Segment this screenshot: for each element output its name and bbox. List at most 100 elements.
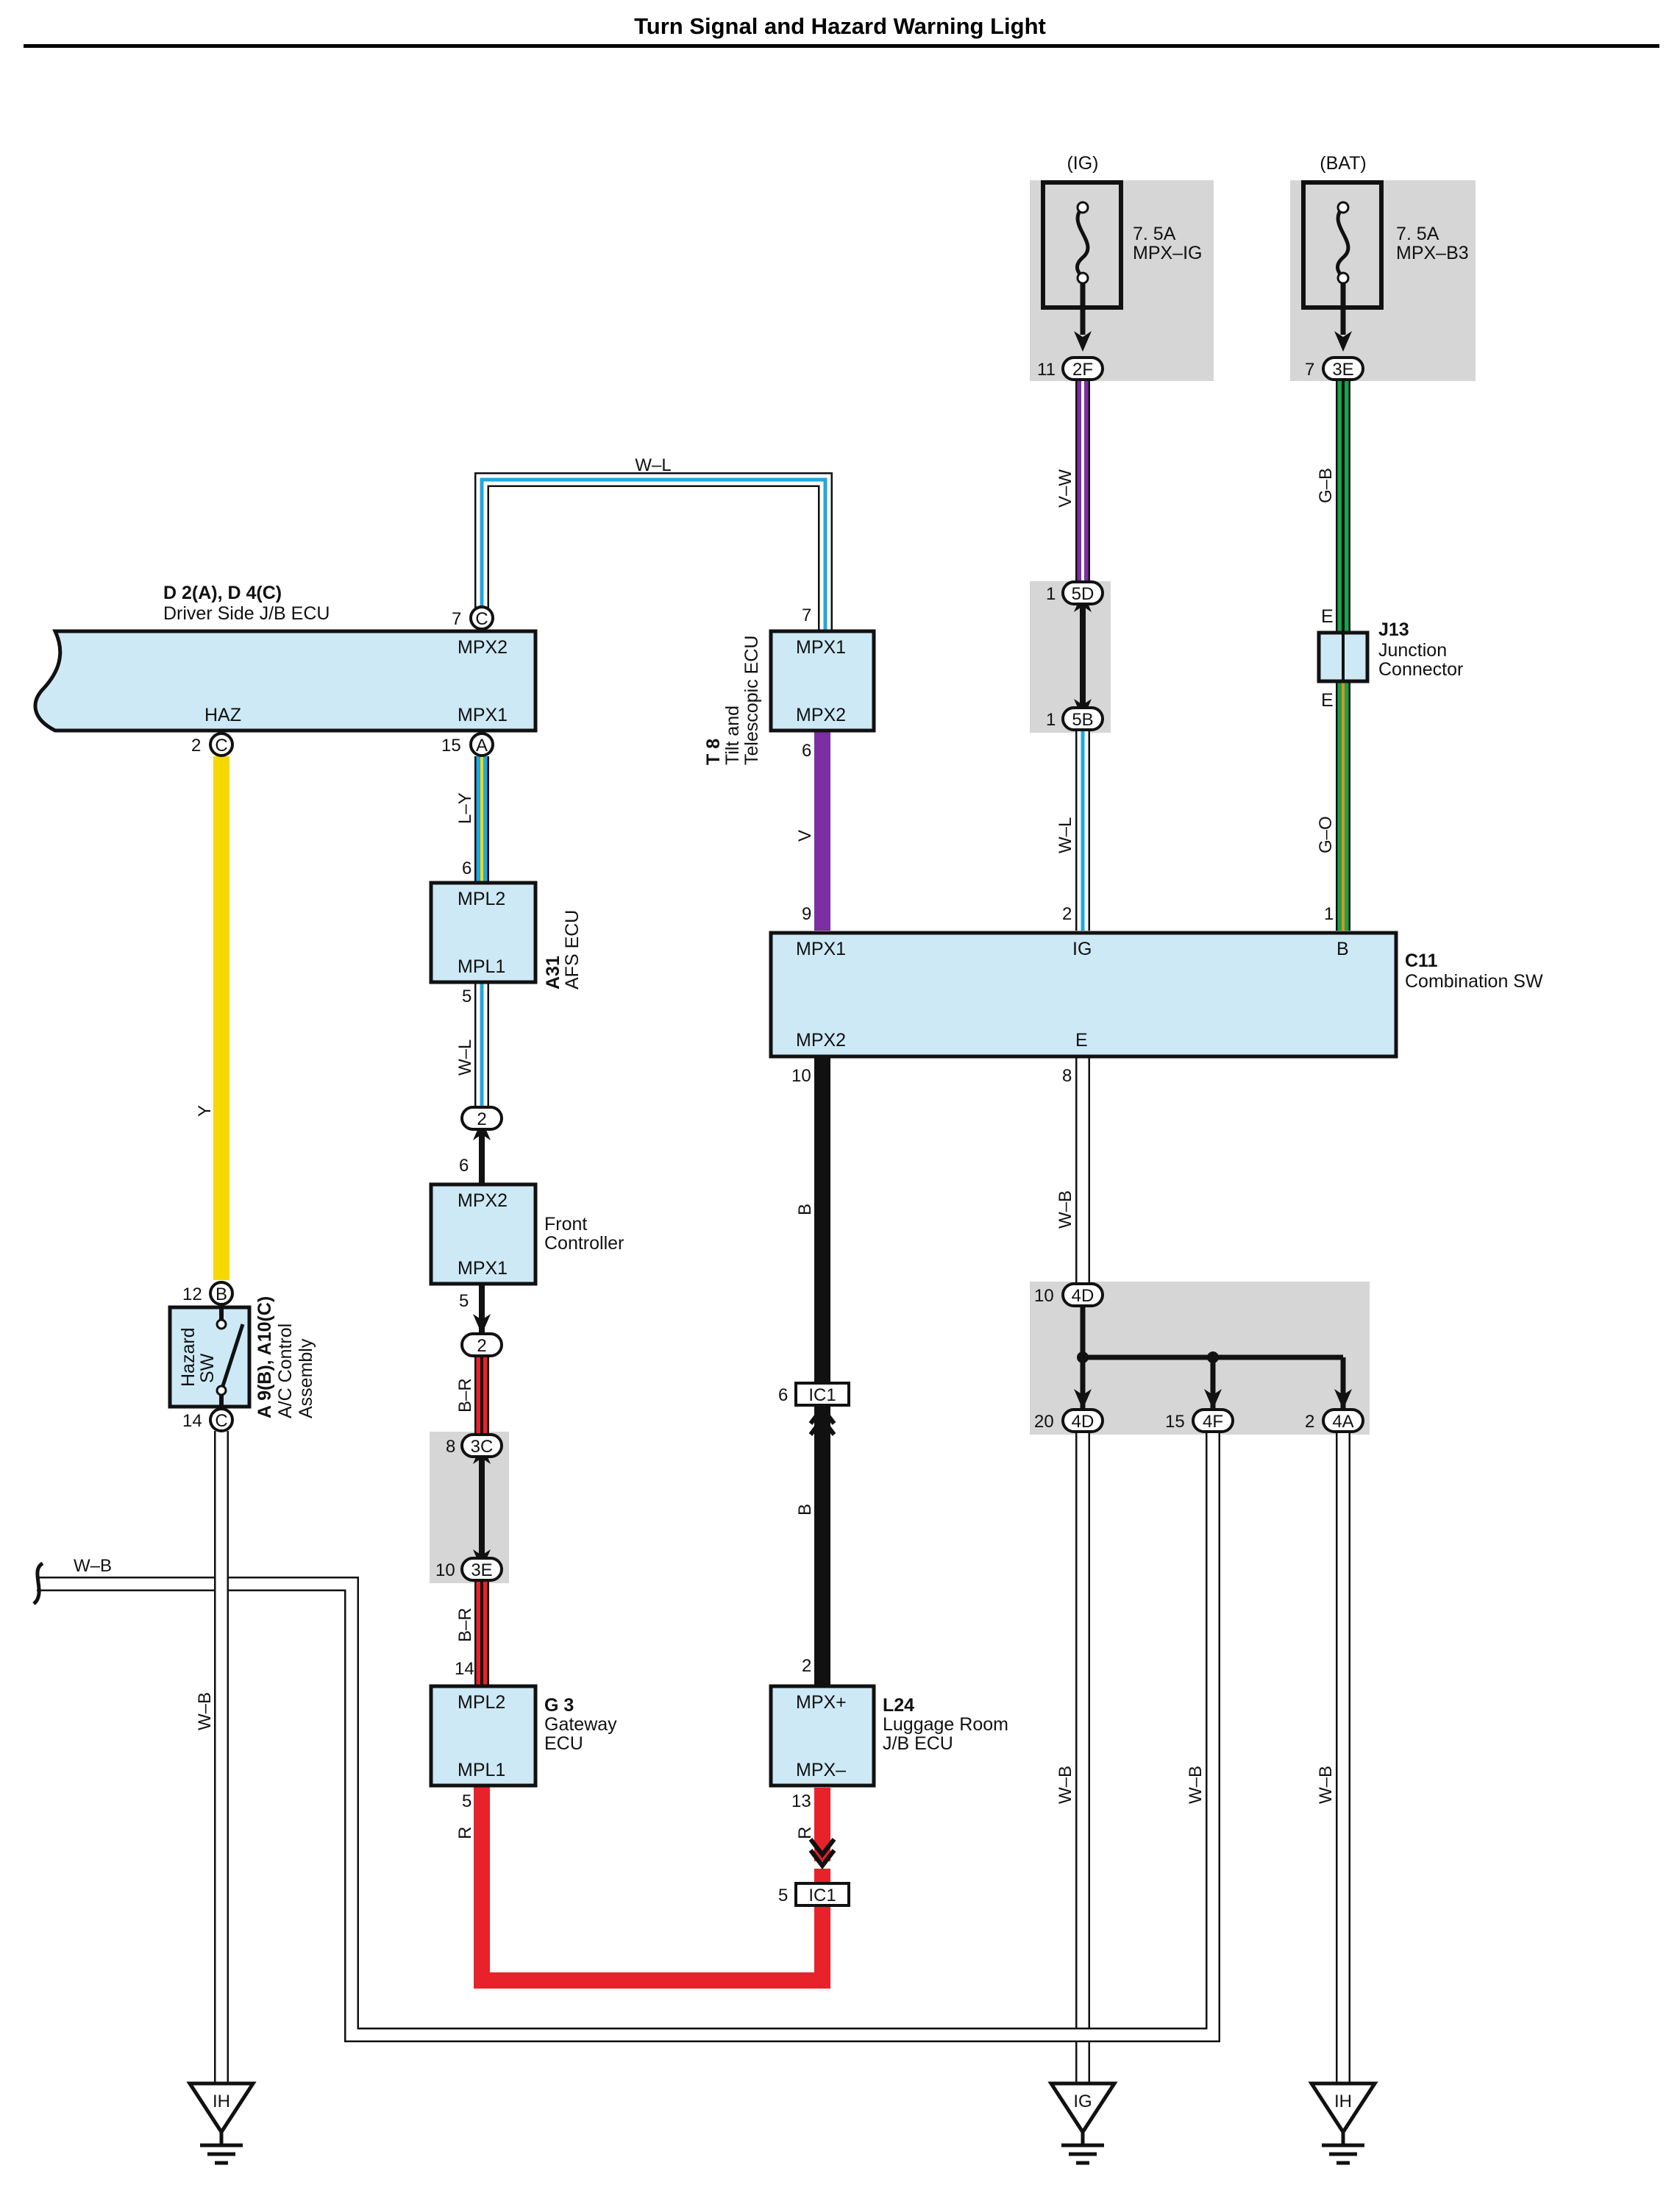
a9-name2: Assembly [296, 1338, 316, 1418]
page-title: Turn Signal and Hazard Warning Light [634, 13, 1046, 39]
a31-ref: A31 [543, 956, 563, 990]
connector-2-lower [460, 1332, 503, 1357]
wire-label: G–O [1316, 816, 1336, 853]
connector-5d-label: 5D [1072, 584, 1095, 604]
pin: 7 [1305, 360, 1314, 380]
wire-label: Y [195, 1105, 215, 1117]
pin: 5 [778, 1886, 788, 1905]
d2-mpx1: MPX1 [458, 705, 508, 725]
pin: 6 [778, 1385, 788, 1405]
pin: 10 [1034, 1286, 1054, 1306]
connector-3c [460, 1433, 503, 1458]
wire-label: R [455, 1827, 475, 1839]
wire-label: W–L [1056, 817, 1075, 853]
wire-label: W–B [1056, 1190, 1075, 1229]
hazard-sw [168, 1305, 252, 1409]
pin: 1 [1046, 710, 1056, 730]
driver-side-jb-ecu [33, 629, 538, 733]
c11-mpx1: MPX1 [796, 939, 846, 959]
ground-ih-left-label: IH [213, 2092, 230, 2111]
ground-ig [1047, 2081, 1118, 2165]
connector-4a-label: 4A [1332, 1412, 1353, 1432]
wire-label: V [795, 830, 815, 842]
title-rule [24, 44, 1659, 48]
connector-d2-a [469, 732, 494, 757]
g3-name2: ECU [544, 1733, 583, 1754]
bat-fuse-amps: 7. 5A [1396, 224, 1439, 244]
t8-name2: Telescopic ECU [741, 636, 762, 765]
connector-a10-c-label: C [215, 1411, 227, 1431]
wire-label: W–B [195, 1692, 215, 1730]
a9-name1: A/C Control [275, 1324, 296, 1418]
connector-a9-b-label: B [216, 1285, 227, 1304]
c11-mpx2: MPX2 [796, 1030, 846, 1051]
j13-name2: Connector [1378, 659, 1463, 680]
pin: 12 [182, 1285, 202, 1304]
connector-2f-label: 2F [1072, 360, 1093, 380]
pin: 20 [1034, 1412, 1054, 1432]
hazard-sw-label2: SW [197, 1353, 218, 1383]
wire-label: R [795, 1827, 815, 1839]
c11-e: E [1075, 1030, 1088, 1051]
d2-name: Driver Side J/B ECU [163, 603, 330, 624]
wire-label: V–W [1056, 469, 1075, 508]
bat-fuse-name: MPX–B3 [1396, 243, 1469, 263]
fc-mpx1: MPX1 [458, 1258, 508, 1279]
wire-label: B [795, 1204, 815, 1215]
pin: 2 [191, 736, 201, 756]
fc-name2: Controller [544, 1233, 624, 1254]
connector-3c-label: 3C [471, 1437, 494, 1457]
t8-mpx1: MPX1 [796, 637, 846, 658]
ground-ig-label: IG [1073, 2092, 1092, 2111]
pin: 6 [459, 1156, 469, 1176]
connector-4d-top-label: 4D [1072, 1286, 1095, 1306]
wire-label: W–L [635, 455, 671, 475]
pin: 5 [462, 987, 471, 1006]
a31-name: AFS ECU [562, 910, 583, 990]
a31-mpl2: MPL2 [458, 889, 505, 909]
gateway-ecu [429, 1684, 538, 1788]
j13-name1: Junction [1378, 640, 1447, 661]
bat-source-label: (BAT) [1320, 153, 1366, 174]
connector-a9-b [209, 1281, 234, 1306]
wire-label: B–R [455, 1378, 475, 1413]
connector-5d [1061, 580, 1104, 605]
pin: 2 [1062, 904, 1072, 924]
connector-ic1-lower-label: IC1 [808, 1886, 836, 1905]
pin: 7 [452, 609, 461, 629]
front-controller [429, 1182, 538, 1286]
j13-e-bottom: E [1321, 690, 1334, 711]
wire-label: W–B [74, 1556, 112, 1576]
connector-3e-label: 3E [471, 1560, 492, 1580]
l24-name1: Luggage Room [883, 1714, 1008, 1735]
connector-4a [1322, 1408, 1364, 1433]
g3-name1: Gateway [544, 1714, 617, 1735]
pin: 7 [802, 605, 811, 625]
pin: 9 [802, 904, 811, 924]
pin: 8 [446, 1437, 455, 1457]
ig-fuse-amps: 7. 5A [1133, 224, 1176, 244]
ground-ih-left [186, 2081, 257, 2165]
connector-2-upper [460, 1106, 503, 1131]
pin: 5 [459, 1291, 469, 1311]
ground-ih-right-label: IH [1334, 2092, 1352, 2111]
pin: 11 [1037, 360, 1056, 380]
fc-mpx2: MPX2 [458, 1190, 508, 1211]
pin: 6 [462, 859, 471, 878]
pin: 1 [1324, 904, 1334, 924]
pin: 10 [435, 1560, 455, 1580]
ground-ih-right [1308, 2081, 1378, 2165]
connector-5b-label: 5B [1072, 710, 1093, 730]
tilt-telescopic-ecu [769, 629, 876, 733]
l24-ref: L24 [883, 1695, 914, 1716]
connector-2-upper-label: 2 [477, 1109, 486, 1129]
connector-5b [1061, 706, 1104, 731]
connector-d2-c-top [469, 605, 494, 630]
connector-3e-top-label: 3E [1332, 360, 1353, 380]
c11-ig: IG [1072, 939, 1092, 959]
g3-mpl1: MPL1 [458, 1760, 505, 1780]
pin: 13 [791, 1791, 811, 1811]
t8-mpx2: MPX2 [796, 705, 846, 725]
g3-mpl2: MPL2 [458, 1692, 505, 1713]
